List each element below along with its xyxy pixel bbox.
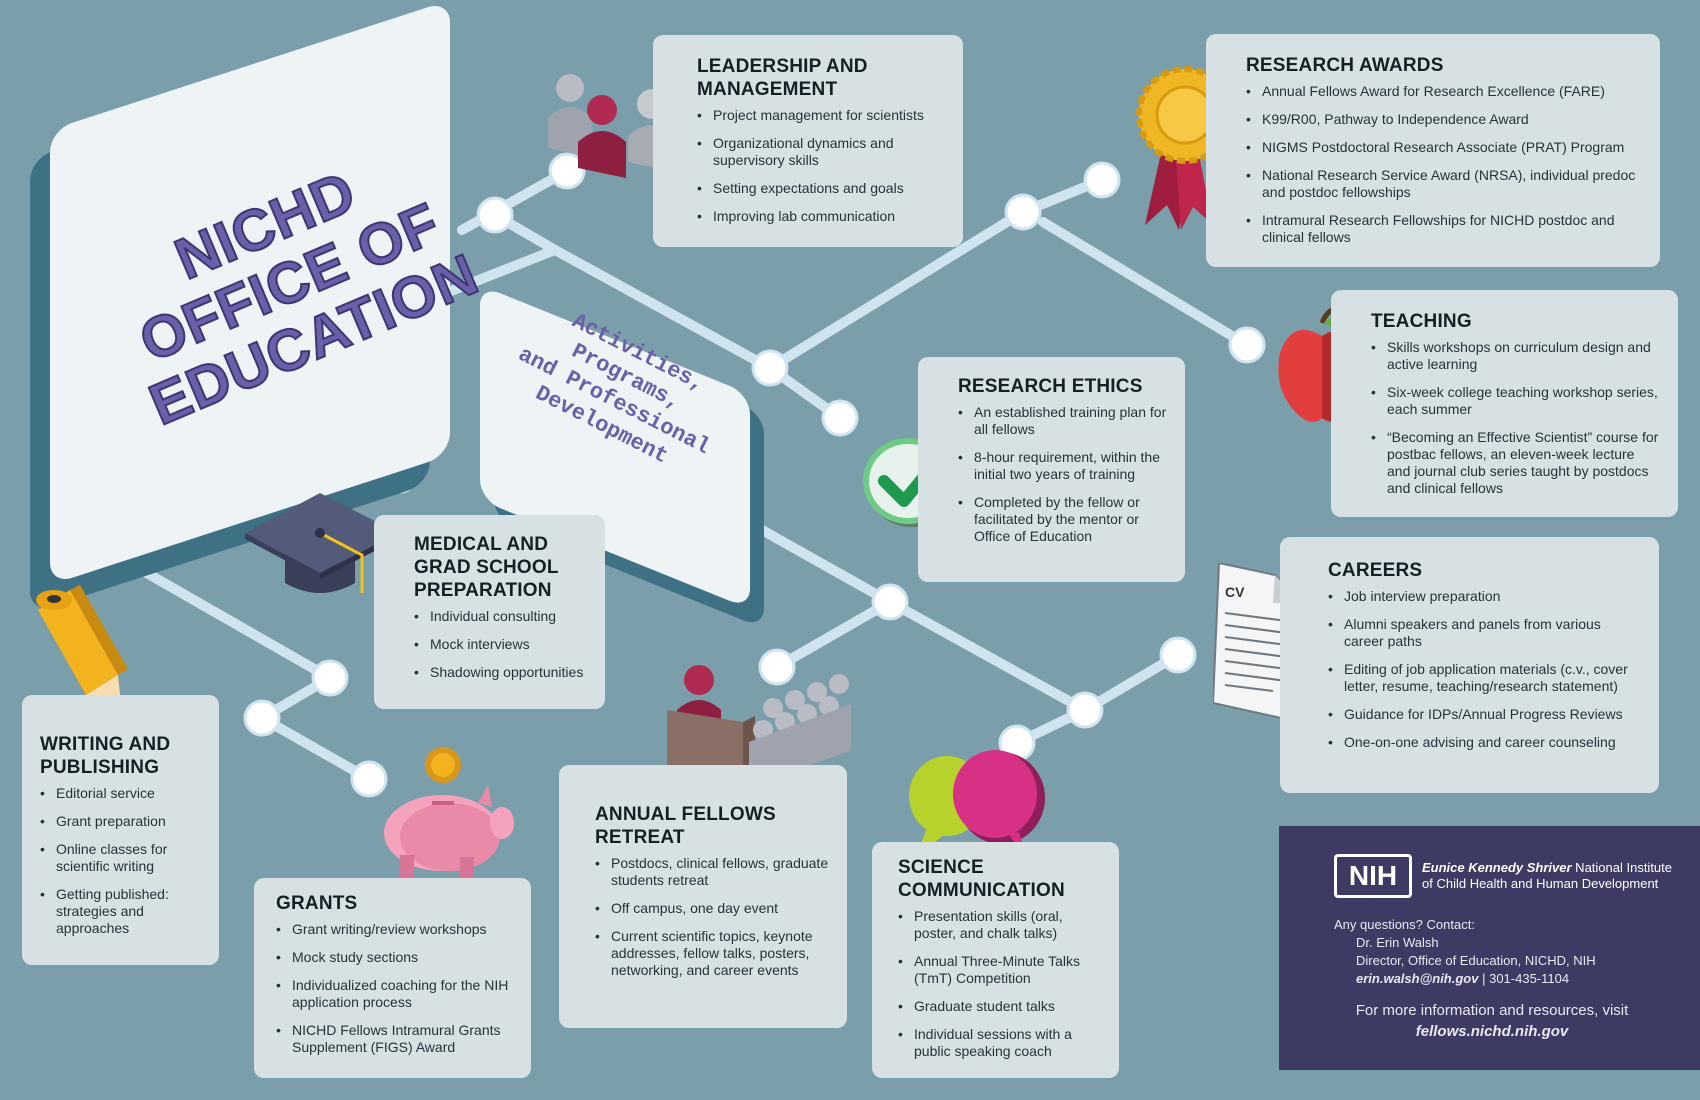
careers-title: CAREERS (1328, 560, 1423, 581)
list-item: Grant preparation (40, 813, 207, 830)
list-item: Organizational dynamics and supervisory … (697, 135, 941, 169)
research-ethics-title: RESEARCH ETHICS (958, 376, 1143, 397)
retreat-list: Postdocs, clinical fellows, graduate stu… (595, 855, 833, 979)
careers-card: CAREERS Job interview preparation Alumni… (1280, 537, 1659, 793)
leadership-list: Project management for scientists Organi… (697, 107, 941, 225)
science-communication-card: SCIENCE COMMUNICATION Presentation skill… (872, 842, 1119, 1078)
list-item: Improving lab communication (697, 208, 941, 225)
nih-contact-panel: NIH Eunice Kennedy Shriver National Inst… (1279, 826, 1700, 1070)
teaching-list: Skills workshops on curriculum design an… (1371, 339, 1660, 497)
contact-name: Dr. Erin Walsh (1356, 935, 1439, 950)
leadership-card: LEADERSHIP AND MANAGEMENT Project manage… (653, 35, 963, 247)
nih-header: NIH Eunice Kennedy Shriver National Inst… (1334, 854, 1680, 898)
writing-list: Editorial service Grant preparation Onli… (40, 785, 207, 937)
institute-name: Eunice Kennedy Shriver National Institut… (1422, 860, 1672, 892)
grants-title: GRANTS (276, 893, 358, 914)
list-item: Individualized coaching for the NIH appl… (276, 977, 519, 1011)
list-item: Individual sessions with a public speaki… (898, 1026, 1107, 1060)
writing-title: WRITING AND PUBLISHING (40, 734, 171, 778)
list-item: Annual Three-Minute Talks (TmT) Competit… (898, 953, 1107, 987)
list-item: Editorial service (40, 785, 207, 802)
institute-name-italic: Eunice Kennedy Shriver (1422, 860, 1572, 875)
website-link[interactable]: fellows.nichd.nih.gov (1415, 1023, 1569, 1040)
list-item: Completed by the fellow or facilitated b… (958, 494, 1169, 545)
list-item: Editing of job application materials (c.… (1328, 661, 1641, 695)
retreat-card: ANNUAL FELLOWS RETREAT Postdocs, clinica… (559, 765, 847, 1028)
list-item: NIGMS Postdoctoral Research Associate (P… (1246, 139, 1638, 156)
retreat-title: ANNUAL FELLOWS RETREAT (595, 804, 776, 848)
list-item: National Research Service Award (NRSA), … (1246, 167, 1638, 201)
contact-intro: Any questions? Contact: (1334, 917, 1475, 932)
list-item: Intramural Research Fellowships for NICH… (1246, 212, 1638, 246)
list-item: Presentation skills (oral, poster, and c… (898, 908, 1107, 942)
medical-title: MEDICAL AND GRAD SCHOOL PREPARATION (414, 534, 559, 601)
list-item: Postdocs, clinical fellows, graduate stu… (595, 855, 833, 889)
teaching-card: TEACHING Skills workshops on curriculum … (1331, 290, 1678, 517)
medical-card: MEDICAL AND GRAD SCHOOL PREPARATION Indi… (374, 515, 605, 709)
list-item: Setting expectations and goals (697, 180, 941, 197)
contact-separator: | (1478, 971, 1490, 986)
contact-email[interactable]: erin.walsh@nih.gov (1356, 971, 1479, 986)
list-item: Graduate student talks (898, 998, 1107, 1015)
grants-card: GRANTS Grant writing/review workshops Mo… (254, 878, 531, 1078)
list-item: Online classes for scientific writing (40, 841, 207, 875)
contact-role: Director, Office of Education, NICHD, NI… (1356, 953, 1596, 968)
list-item: K99/R00, Pathway to Independence Award (1246, 111, 1638, 128)
contact-phone: 301-435-1104 (1489, 971, 1570, 986)
leadership-title: LEADERSHIP AND MANAGEMENT (697, 56, 868, 100)
writing-card: WRITING AND PUBLISHING Editorial service… (22, 695, 219, 965)
list-item: Annual Fellows Award for Research Excell… (1246, 83, 1638, 100)
cv-label: CV (1225, 584, 1245, 600)
list-item: Current scientific topics, keynote addre… (595, 928, 833, 979)
nih-logo: NIH (1334, 854, 1412, 898)
research-awards-list: Annual Fellows Award for Research Excell… (1246, 83, 1638, 246)
main-title-panel: NICHD OFFICE OF EDUCATION (30, 0, 489, 586)
pencil-icon (36, 585, 128, 713)
list-item: Off campus, one day event (595, 900, 833, 917)
list-item: Six-week college teaching workshop serie… (1371, 384, 1660, 418)
list-item: Mock study sections (276, 949, 519, 966)
research-awards-title: RESEARCH AWARDS (1246, 55, 1444, 76)
list-item: Guidance for IDPs/Annual Progress Review… (1328, 706, 1641, 723)
research-ethics-list: An established training plan for all fel… (958, 404, 1169, 545)
list-item: Getting published: strategies and approa… (40, 886, 207, 937)
list-item: “Becoming an Effective Scientist” course… (1371, 429, 1660, 497)
list-item: An established training plan for all fel… (958, 404, 1169, 438)
speech-bubbles-icon (909, 750, 1045, 866)
list-item: Alumni speakers and panels from various … (1328, 616, 1641, 650)
institute-name-line2: of Child Health and Human Development (1422, 876, 1659, 891)
list-item: Project management for scientists (697, 107, 941, 124)
science-communication-list: Presentation skills (oral, poster, and c… (898, 908, 1107, 1060)
contact-block: Any questions? Contact: Dr. Erin Walsh D… (1334, 916, 1680, 988)
more-info: For more information and resources, visi… (1304, 1000, 1680, 1042)
list-item: Grant writing/review workshops (276, 921, 519, 938)
grants-list: Grant writing/review workshops Mock stud… (276, 921, 519, 1056)
list-item: Mock interviews (414, 636, 591, 653)
list-item: Individual consulting (414, 608, 591, 625)
list-item: Skills workshops on curriculum design an… (1371, 339, 1660, 373)
science-communication-title: SCIENCE COMMUNICATION (898, 857, 1065, 901)
list-item: Job interview preparation (1328, 588, 1641, 605)
teaching-title: TEACHING (1371, 311, 1472, 332)
list-item: One-on-one advising and career counselin… (1328, 734, 1641, 751)
piggy-bank-icon (384, 747, 514, 883)
more-info-text: For more information and resources, visi… (1355, 1002, 1629, 1019)
list-item: Shadowing opportunities (414, 664, 591, 681)
research-ethics-card: RESEARCH ETHICS An established training … (918, 357, 1185, 582)
institute-name-rest: National Institute (1571, 860, 1673, 875)
subtitle-panel: Activities, Programs, and Professional D… (480, 275, 750, 610)
list-item: NICHD Fellows Intramural Grants Suppleme… (276, 1022, 519, 1056)
research-awards-card: RESEARCH AWARDS Annual Fellows Award for… (1206, 34, 1660, 267)
careers-list: Job interview preparation Alumni speaker… (1328, 588, 1641, 751)
contact-details: erin.walsh@nih.gov | 301-435-1104 (1334, 970, 1680, 988)
medical-list: Individual consulting Mock interviews Sh… (414, 608, 591, 681)
list-item: 8-hour requirement, within the initial t… (958, 449, 1169, 483)
